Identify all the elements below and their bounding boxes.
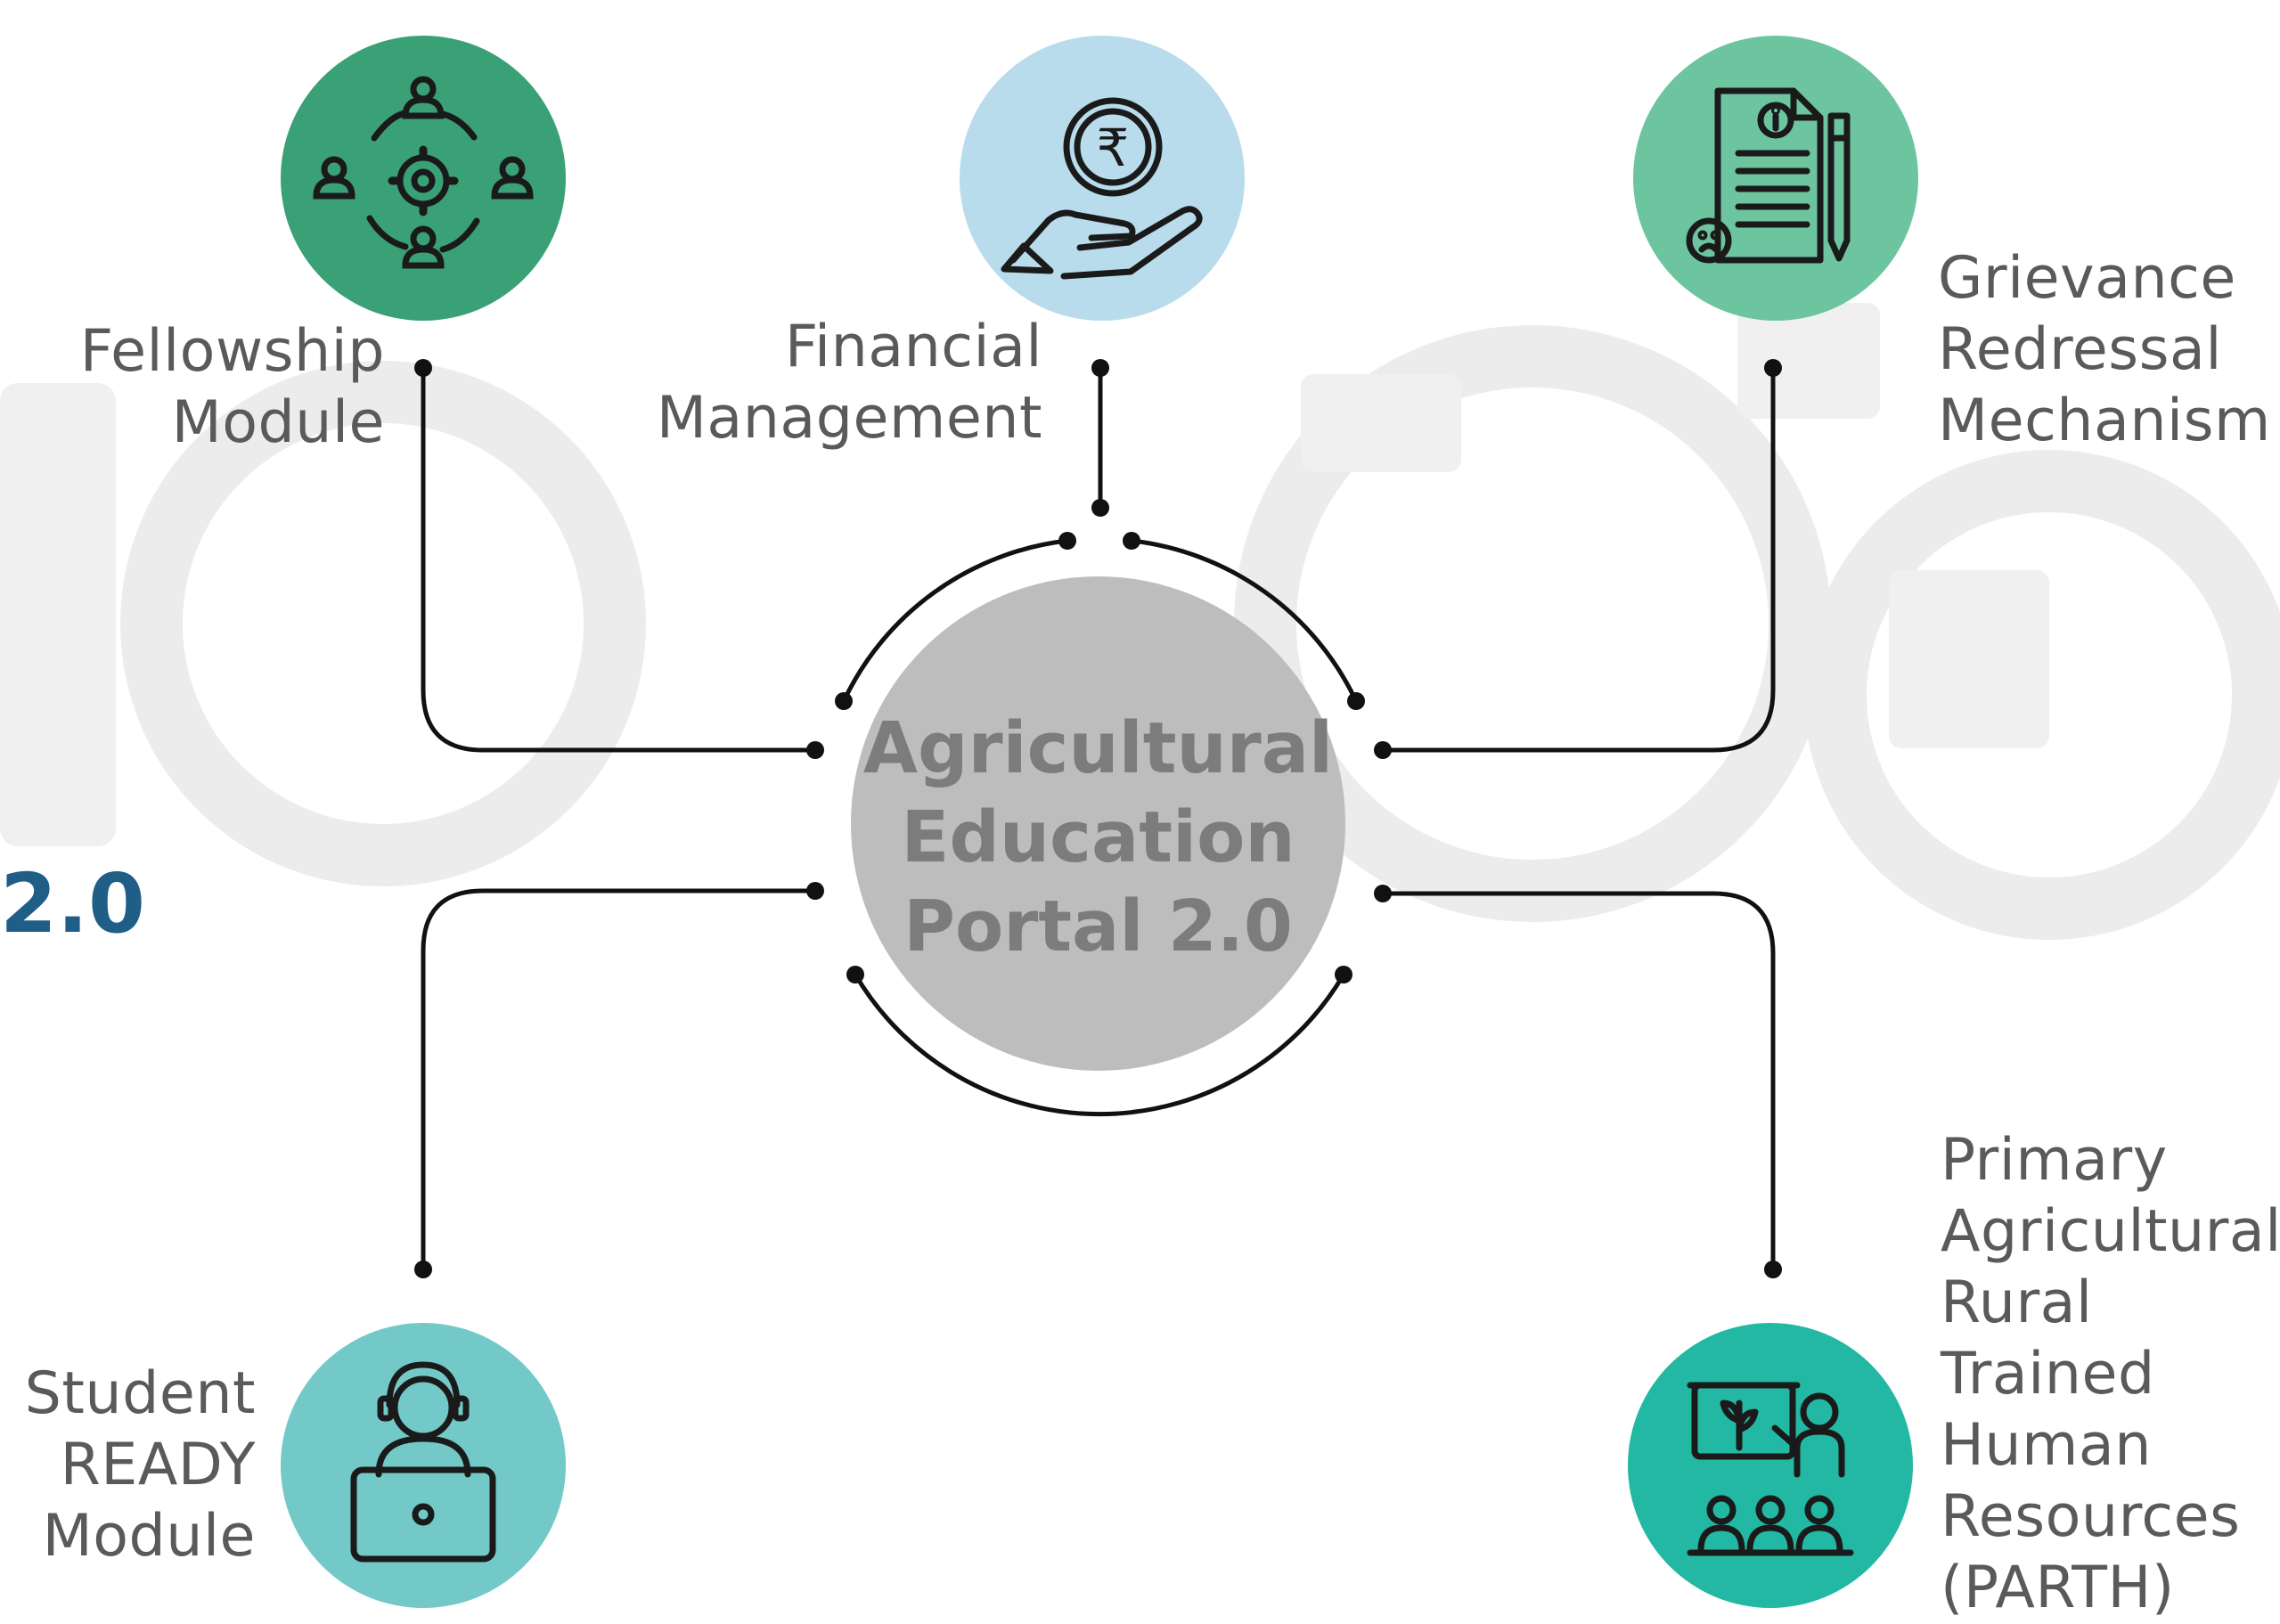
center-title-line: Agricultural — [862, 707, 1334, 789]
center-title-line: Education — [901, 796, 1295, 878]
parth-label-line: Primary — [1941, 1127, 2168, 1194]
parth-label-line: Trained — [1941, 1341, 2155, 1408]
center-hub-circle — [851, 576, 1345, 1071]
student-ready-label-line: Module — [42, 1503, 256, 1570]
people-gear-icon — [281, 36, 566, 321]
training-presentation-icon — [1628, 1323, 1913, 1608]
student-ready-label: Student READY Module — [0, 1359, 256, 1572]
fellowship-label-line: Fellowship — [79, 318, 385, 385]
center-hub-title: Agricultural Education Portal 2.0 — [851, 704, 1345, 971]
financial-label-line: Management — [656, 385, 1042, 452]
hub-arc-top-right — [1131, 538, 1359, 703]
parth-label-line: Rural — [1941, 1269, 2093, 1336]
grievance-label-line: Grievance — [1938, 245, 2236, 312]
student-laptop-icon — [281, 1323, 566, 1608]
parth-label-line: Agricultural — [1941, 1198, 2280, 1265]
student-connector — [421, 888, 815, 1269]
grievance-connector — [1383, 368, 1776, 753]
parth-label-line: Resources — [1941, 1483, 2241, 1550]
document-pen-icon — [1633, 36, 1918, 321]
parth-label-line: Human — [1941, 1412, 2152, 1479]
grievance-label: Grievance Redressal Mechanism — [1938, 243, 2271, 457]
center-title-line: Portal 2.0 — [903, 885, 1293, 967]
fellowship-label: Fellowship Module — [0, 316, 385, 459]
student-ready-label-line: Student — [24, 1360, 256, 1427]
rupee-coin-hand-icon: ₹ — [960, 36, 1245, 321]
edge-version-text: 2.0 — [0, 856, 145, 951]
grievance-label-line: Redressal — [1938, 316, 2222, 383]
financial-label: Financial Management — [535, 312, 1042, 454]
hub-arc-top-left — [841, 538, 1068, 703]
parth-label-line: (PARTH) — [1941, 1555, 2175, 1621]
grievance-label-line: Mechanism — [1938, 388, 2271, 454]
hub-arc-bottom — [853, 973, 1346, 1117]
fellowship-connector — [421, 368, 815, 753]
student-ready-label-line: READY — [60, 1432, 256, 1498]
parth-connector — [1383, 891, 1776, 1269]
fellowship-label-line: Module — [171, 389, 385, 456]
parth-label: Primary Agricultural Rural Trained Human… — [1941, 1125, 2280, 1624]
financial-label-line: Financial — [784, 314, 1042, 380]
svg-text:₹: ₹ — [1097, 118, 1130, 178]
